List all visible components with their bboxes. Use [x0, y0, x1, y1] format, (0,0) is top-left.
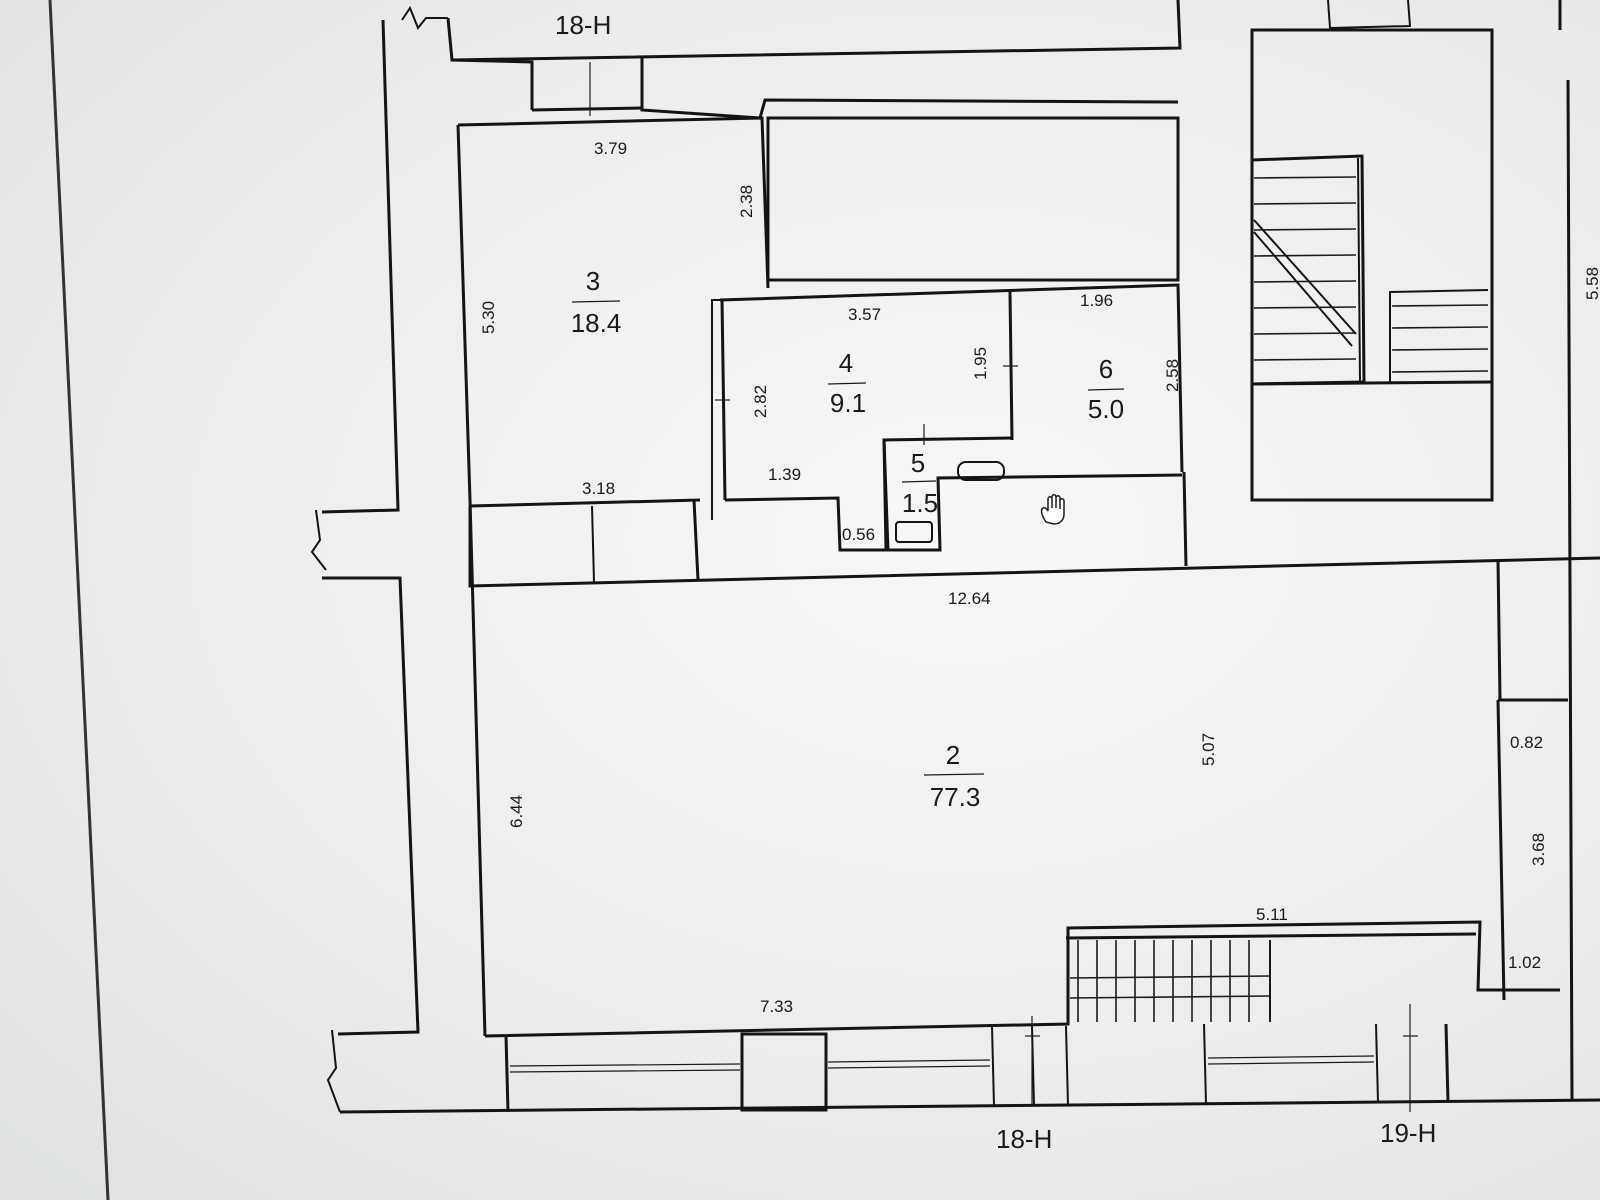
dim-label: 2.38	[737, 185, 756, 218]
room-area: 9.1	[830, 388, 866, 418]
dim-label: 2.82	[751, 385, 770, 418]
toilet-fixture	[957, 461, 1005, 481]
dim-label: 6.44	[507, 795, 526, 828]
stair-tread	[1253, 358, 1357, 361]
dim-label: 5.58	[1583, 267, 1600, 300]
dim-label: 1.02	[1508, 953, 1541, 972]
stair-tread	[1391, 304, 1489, 307]
dim-label: 5.07	[1199, 733, 1218, 766]
stair-tread	[1069, 975, 1271, 979]
dim-label: 12.64	[948, 589, 991, 608]
room-label-2: 2 77.3	[923, 740, 985, 812]
room-number: 4	[839, 348, 853, 378]
axis-label-top: 18-Н	[555, 10, 611, 40]
stair-tread	[1391, 348, 1489, 351]
right-stair-block	[1250, 28, 1494, 502]
room-label-5: 5 1.5	[902, 448, 938, 518]
dim-label: 0.56	[842, 525, 875, 544]
stair-tread	[1391, 326, 1489, 329]
dim-label: 5.30	[479, 301, 498, 334]
room-number: 5	[911, 448, 925, 478]
room-label-4: 4 9.1	[827, 348, 866, 418]
stair-tread	[1253, 176, 1357, 179]
room-label-3: 3 18.4	[571, 266, 622, 338]
axis-label-bottom-right: 19-Н	[1380, 1118, 1436, 1148]
stair-tread	[1253, 254, 1357, 257]
stair-tread	[1253, 306, 1357, 309]
room-3-outline	[457, 116, 770, 508]
hand-cursor-icon	[1040, 494, 1065, 525]
dim-label: 3.79	[594, 139, 627, 158]
corridor-strip	[468, 471, 1600, 588]
dim-label: 3.18	[582, 479, 615, 498]
right-edge-walls	[1496, 0, 1574, 1101]
room-label-6: 6 5.0	[1088, 354, 1124, 424]
room-number: 3	[586, 266, 600, 296]
bottom-stair	[1069, 940, 1271, 1022]
stair-tread	[1253, 332, 1357, 335]
room-number: 2	[946, 740, 960, 770]
dim-label: 2.58	[1163, 359, 1182, 392]
dimension-ticks	[589, 62, 1418, 1112]
dim-label: 1.95	[971, 347, 990, 380]
dim-label: 3.68	[1529, 833, 1548, 866]
right-stair-steps	[1253, 176, 1489, 373]
dim-label: 0.82	[1510, 733, 1543, 752]
stair-tread	[1253, 280, 1357, 283]
room-area: 1.5	[902, 488, 938, 518]
room-number: 6	[1099, 354, 1113, 384]
exterior-walls	[310, 5, 1600, 1114]
hall-bottom-wall	[484, 920, 1560, 1113]
room-area: 77.3	[930, 782, 981, 812]
stair-tread	[1069, 995, 1271, 999]
room-area: 18.4	[571, 308, 622, 338]
sink-fixture	[895, 521, 933, 543]
dim-label: 3.57	[848, 305, 881, 324]
dim-label: 1.39	[768, 465, 801, 484]
stair-tread	[1253, 202, 1357, 205]
stair-tread	[1253, 228, 1357, 231]
stair-tread	[1391, 370, 1489, 373]
dim-label: 1.96	[1080, 291, 1113, 310]
monitor-edge	[48, 0, 110, 1200]
axis-label-bottom-left: 18-Н	[996, 1124, 1052, 1154]
dim-label: 5.11	[1256, 905, 1288, 924]
dim-label: 7.33	[760, 997, 793, 1016]
room-area: 5.0	[1088, 394, 1124, 424]
